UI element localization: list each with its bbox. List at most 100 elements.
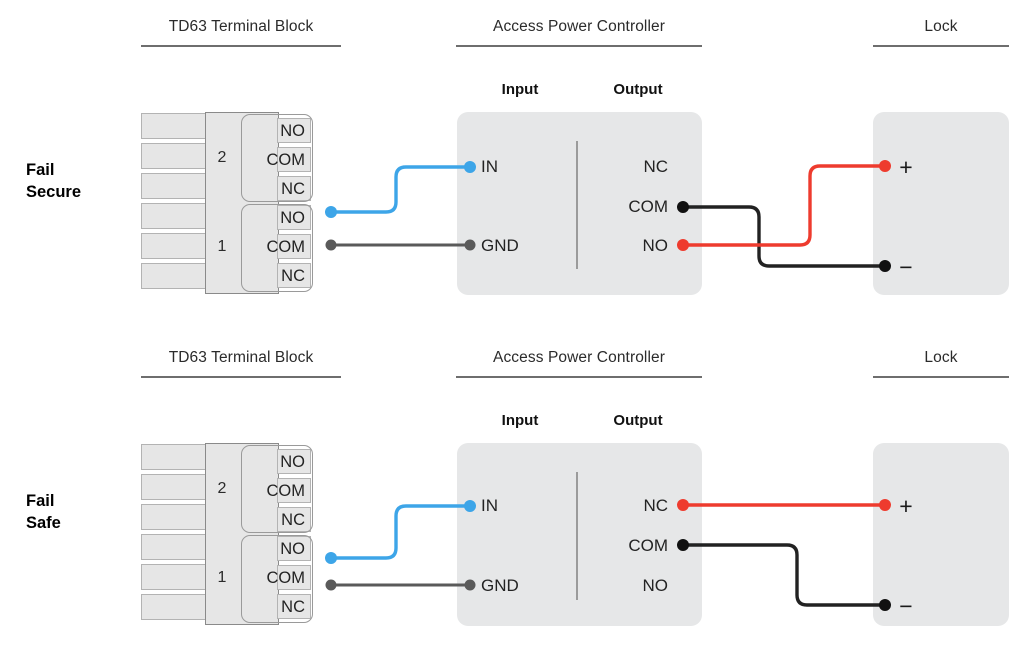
red-wire-endpoint-no [677,239,689,251]
comb-tab [141,203,207,229]
case-label-fail-secure: Fail Secure [26,159,81,203]
lock-terminal-negative: − [899,254,913,280]
terminal-row-1-com: COM [266,238,306,256]
controller-terminal-gnd: GND [481,236,519,255]
column-title: TD63 Terminal Block [168,349,314,366]
controller-terminal-com: COM [628,536,668,555]
terminal-group-1 [241,535,313,623]
column-header-terminal-block: TD63 Terminal Block [141,349,341,378]
lock-terminal-positive: + [899,493,913,519]
black-negative-wire [681,205,887,268]
terminal-block-body [205,112,279,294]
screw-tab [277,147,311,172]
column-header-controller: Access Power Controller [456,18,702,47]
screw-tab [277,536,311,561]
screw-tab [277,478,311,503]
terminal-group-1 [241,204,313,292]
blue-wire-endpoint-terminal [325,552,337,564]
terminal-block-screw-tabs [277,443,311,625]
black-wire-endpoint-com [677,539,689,551]
red-wire-endpoint-lock-positive [879,499,891,511]
blue-wire-endpoint-terminal [325,206,337,218]
red-wire-endpoint-nc [677,499,689,511]
column-header-controller: Access Power Controller [456,349,702,378]
comb-tab [141,504,207,530]
terminal-row-2-no: NO [280,122,305,140]
column-title: Access Power Controller [493,18,665,35]
controller-terminal-com: COM [628,197,668,216]
lock-terminal-negative: − [899,593,913,619]
comb-tab [141,534,207,560]
comb-tab [141,143,207,169]
terminal-group-number-1: 1 [217,569,227,586]
terminal-row-2-no: NO [280,453,305,471]
controller-terminal-nc: NC [643,496,668,515]
terminal-row-1-nc: NC [281,598,305,616]
comb-tab [141,444,207,470]
terminal-group-2 [241,114,313,202]
screw-tab [277,234,311,259]
terminal-block-td63: 2 1 NO COM NC NO COM NC [141,112,343,294]
terminal-row-1-nc: NC [281,267,305,285]
terminal-group-2 [241,445,313,533]
controller-divider [576,141,578,269]
terminal-group-number-2: 2 [217,149,227,166]
gray-wire-endpoint-gnd [464,239,476,251]
controller-terminal-in: IN [481,496,498,515]
comb-tab [141,594,207,620]
red-positive-wire [681,164,887,247]
column-header-lock: Lock [873,349,1009,378]
terminal-row-1-com: COM [266,569,306,587]
terminal-group-number-1: 1 [217,238,227,255]
terminal-row-1-no: NO [280,540,305,558]
fail-secure-diagram: TD63 Terminal Block Access Power Control… [26,18,1009,295]
column-title: Access Power Controller [493,349,665,366]
controller-output-heading: Output [613,81,663,98]
screw-tab [277,565,311,590]
column-rule [141,376,341,378]
controller-input-heading: Input [501,81,539,98]
column-title: Lock [924,18,958,35]
controller-terminal-no: NO [642,236,669,255]
case-label-fail-safe: Fail Safe [26,490,61,534]
black-wire-endpoint-lock-negative [879,260,891,272]
gray-wire-endpoint-terminal [325,579,337,591]
column-rule [141,45,341,47]
terminal-block-comb-tabs [141,112,207,294]
lock-panel [873,112,1009,295]
wire-layer-fail-secure [325,160,891,272]
blue-wire-endpoint-in [464,500,476,512]
case-label-line2: Safe [26,514,61,532]
fail-safe-diagram: TD63 Terminal Block Access Power Control… [0,331,1032,662]
screw-tab [277,449,311,474]
controller-divider [576,472,578,600]
controller-input-heading: Input [501,412,539,429]
controller-terminal-nc: NC [643,157,668,176]
red-wire-endpoint-lock-positive [879,160,891,172]
black-negative-wire [681,543,887,607]
case-label-line1: Fail [26,161,55,179]
wire-layer-fail-safe [325,499,891,611]
column-rule [873,45,1009,47]
case-label-line2: Secure [26,183,82,201]
access-power-controller-panel [457,443,702,626]
access-power-controller-panel [457,112,702,295]
lock-terminal-positive: + [899,154,913,180]
blue-wire-endpoint-in [464,161,476,173]
terminal-row-2-nc: NC [281,180,305,198]
column-title: Lock [924,349,958,366]
controller-terminal-in: IN [481,157,498,176]
controller-output-heading: Output [613,412,663,429]
column-rule [456,45,702,47]
controller-terminal-gnd: GND [481,576,519,595]
gray-wire-endpoint-gnd [464,579,476,591]
column-header-lock: Lock [873,18,1009,47]
terminal-row-2-com: COM [266,151,306,169]
black-wire-endpoint-com [677,201,689,213]
terminal-group-number-2: 2 [217,480,227,497]
comb-tab [141,263,207,289]
black-wire-endpoint-lock-negative [879,599,891,611]
terminal-block-body [205,443,279,625]
blue-signal-wire [329,165,472,214]
